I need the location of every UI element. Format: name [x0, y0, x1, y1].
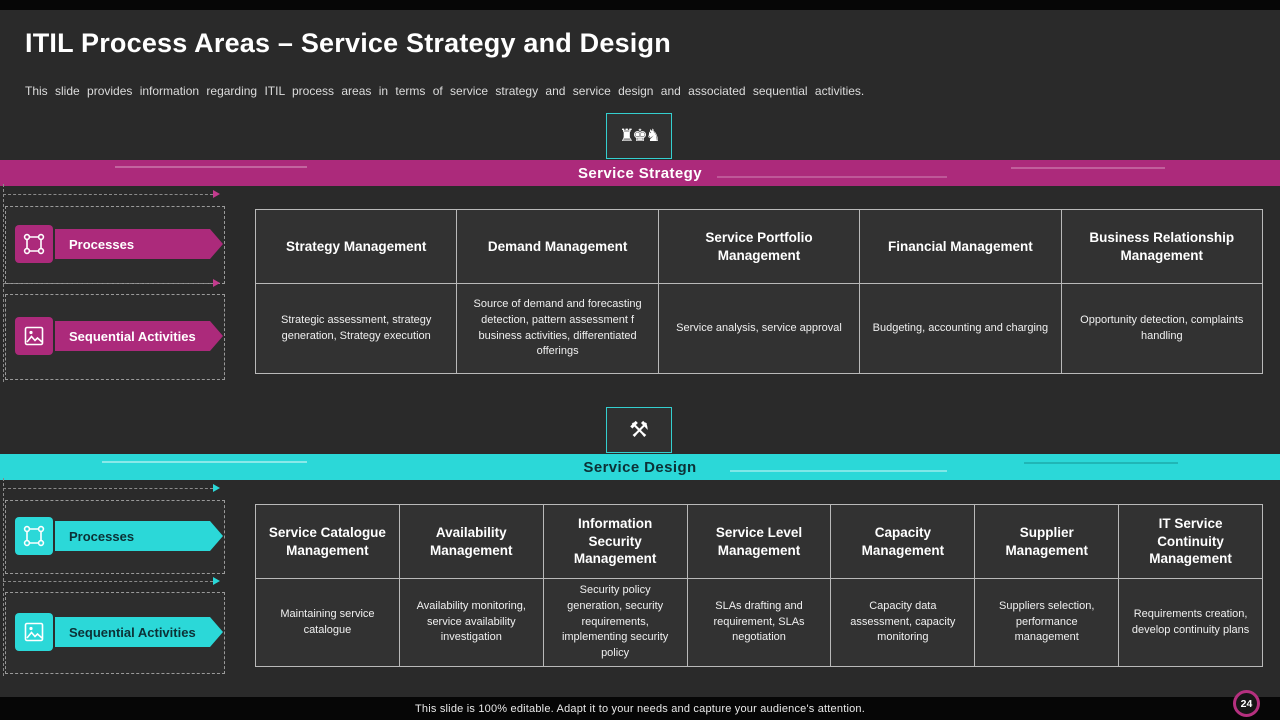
table-header-cell: Demand Management: [457, 210, 659, 284]
table-cell: Source of demand and forecasting detecti…: [457, 284, 659, 374]
table-cell: Maintaining service catalogue: [256, 579, 400, 667]
design-sequential-group: Sequential Activities: [5, 592, 225, 674]
table-header-cell: Availability Management: [399, 505, 544, 579]
table-cell: Opportunity detection, complaints handli…: [1061, 284, 1263, 374]
table-cell: Security policy generation, security req…: [543, 579, 688, 667]
banner-streak: [716, 176, 948, 178]
design-processes-connector-arrow: [3, 484, 220, 492]
table-header-cell: Business Relationship Management: [1061, 210, 1263, 284]
design-icon-box: ⚒: [606, 407, 672, 453]
design-left-dashed-line: [3, 478, 4, 676]
processes-icon-tile: [15, 225, 53, 263]
page-subtitle: This slide provides information regardin…: [25, 84, 865, 98]
design-banner: Service Design: [0, 454, 1280, 480]
strategy-processes-connector-arrow: [3, 190, 220, 198]
table-header-cell: Service Portfolio Management: [658, 210, 861, 284]
banner-streak: [115, 166, 308, 168]
table-cell: Service analysis, service approval: [658, 284, 861, 374]
image-icon: [24, 622, 44, 642]
top-black-bar: [0, 0, 1280, 10]
banner-streak: [1024, 462, 1178, 464]
table-cell: Suppliers selection, performance managem…: [975, 579, 1120, 667]
strategy-table: Strategy Management Demand Management Se…: [255, 209, 1263, 374]
design-processes-group: Processes: [5, 500, 225, 574]
table-header-cell: IT Service Continuity Management: [1119, 505, 1263, 579]
design-banner-label: Service Design: [583, 458, 697, 476]
table-header-cell: Information Security Management: [543, 505, 688, 579]
strategy-sequential-connector-arrow: [3, 279, 220, 287]
design-sequential-label: Sequential Activities: [55, 617, 223, 647]
banner-streak: [102, 461, 308, 463]
page-number-badge: 24: [1233, 690, 1260, 717]
table-header-cell: Financial Management: [860, 210, 1062, 284]
table-cell: Availability monitoring, service availab…: [399, 579, 544, 667]
table-header-cell: Capacity Management: [831, 505, 976, 579]
table-cell: Strategic assessment, strategy generatio…: [256, 284, 458, 374]
page-title: ITIL Process Areas – Service Strategy an…: [25, 28, 671, 58]
strategy-banner-label: Service Strategy: [578, 164, 702, 182]
banner-streak: [1011, 167, 1165, 169]
image-icon: [24, 326, 44, 346]
strategy-processes-group: Processes: [5, 206, 225, 284]
table-header-cell: Service Catalogue Management: [256, 505, 400, 579]
strategy-sequential-label: Sequential Activities: [55, 321, 223, 351]
footer-note: This slide is 100% editable. Adapt it to…: [415, 702, 865, 715]
design-table: Service Catalogue Management Availabilit…: [255, 504, 1263, 667]
bottom-black-bar: This slide is 100% editable. Adapt it to…: [0, 697, 1280, 720]
processes-icon: [23, 525, 45, 547]
table-cell: SLAs drafting and requirement, SLAs nego…: [687, 579, 832, 667]
table-header-cell: Strategy Management: [256, 210, 458, 284]
processes-icon: [23, 233, 45, 255]
chess-icon: ♜♚♞: [619, 126, 661, 146]
design-processes-label: Processes: [55, 521, 223, 551]
processes-icon-tile: [15, 517, 53, 555]
strategy-icon-box: ♜♚♞: [606, 113, 672, 159]
strategy-banner: Service Strategy: [0, 160, 1280, 186]
table-header-cell: Service Level Management: [687, 505, 832, 579]
page-number: 24: [1240, 697, 1253, 710]
table-header-cell: Supplier Management: [975, 505, 1120, 579]
design-sequential-connector-arrow: [3, 577, 220, 585]
table-cell: Requirements creation, develop continuit…: [1119, 579, 1263, 667]
strategy-processes-label: Processes: [55, 229, 223, 259]
table-cell: Capacity data assessment, capacity monit…: [831, 579, 976, 667]
tools-icon: ⚒: [629, 417, 649, 443]
sequential-icon-tile: [15, 613, 53, 651]
sequential-icon-tile: [15, 317, 53, 355]
table-cell: Budgeting, accounting and charging: [860, 284, 1062, 374]
banner-streak: [729, 470, 948, 472]
strategy-sequential-group: Sequential Activities: [5, 294, 225, 380]
